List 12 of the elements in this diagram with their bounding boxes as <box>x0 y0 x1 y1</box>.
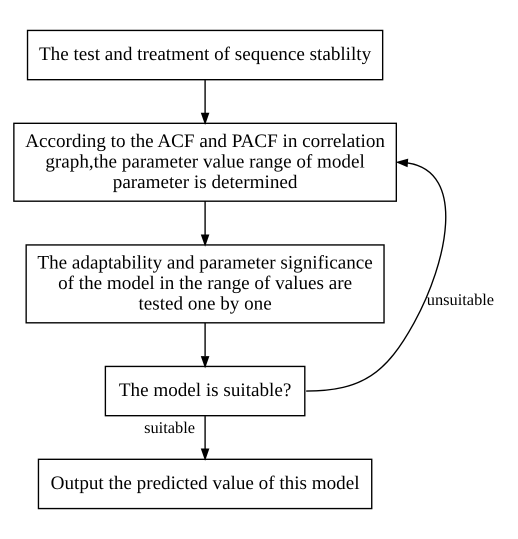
node-box: According to the ACF and PACF in correlation graph,the parameter value range of model parameter is determined <box>13 122 397 202</box>
arrow <box>200 80 210 126</box>
node-box: The test and treatment of sequence stablilty <box>26 30 384 80</box>
node-box: Output the predicted value of this model <box>38 458 372 510</box>
arrow <box>200 416 210 461</box>
arrow <box>306 158 446 392</box>
edge-label: suitable <box>144 418 196 437</box>
node-box: The adaptability and parameter significance of the model in the range of values are tested one by one <box>25 244 385 324</box>
node-box: The model is suitable? <box>104 366 306 416</box>
arrow <box>200 201 210 247</box>
edge-label: unsuitable <box>426 290 494 310</box>
arrow <box>200 322 210 368</box>
